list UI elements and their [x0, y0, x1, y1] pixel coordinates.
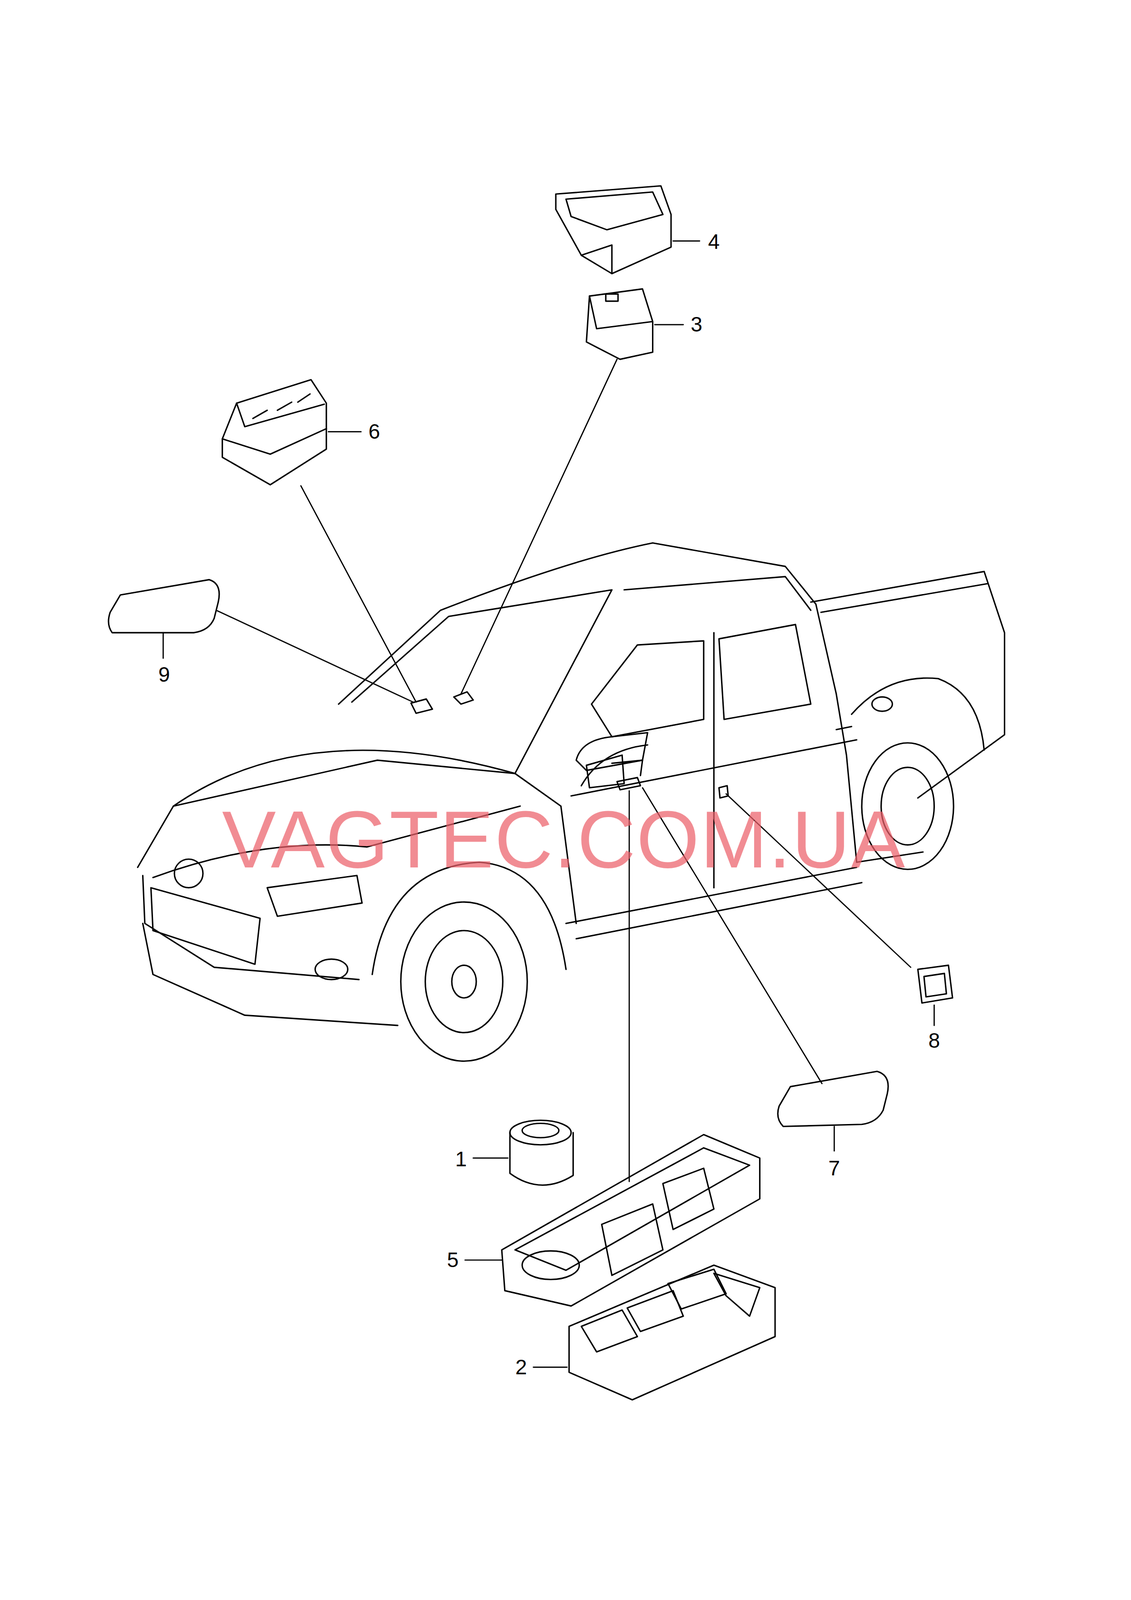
- pad-drawing: [777, 1071, 889, 1127]
- leader-lines: [162, 241, 934, 1368]
- switch-bezel-drawing: [501, 1134, 760, 1306]
- seat-switch-drawing: [222, 379, 327, 485]
- truck-drawing: [137, 542, 1005, 1061]
- storage-tray-drawing: [555, 185, 672, 274]
- callout-number: 6: [368, 420, 381, 442]
- callout-number: 1: [454, 1148, 467, 1170]
- small-switch-drawing: [918, 964, 953, 1003]
- callout-number: 5: [447, 1249, 460, 1270]
- callout-number: 7: [828, 1157, 841, 1179]
- callout-number: 9: [158, 663, 171, 685]
- window-switch-pack-drawing: [568, 1264, 776, 1400]
- mirror-knob-drawing: [509, 1120, 573, 1186]
- callout-number: 4: [708, 231, 721, 252]
- callout-number: 3: [690, 313, 703, 335]
- switch-drawing: [586, 288, 653, 360]
- watermark: VAGTEC.COM.UA: [222, 799, 906, 880]
- pad-drawing: [108, 579, 220, 633]
- callout-number: 8: [928, 1029, 941, 1051]
- callout-number: 2: [515, 1356, 528, 1378]
